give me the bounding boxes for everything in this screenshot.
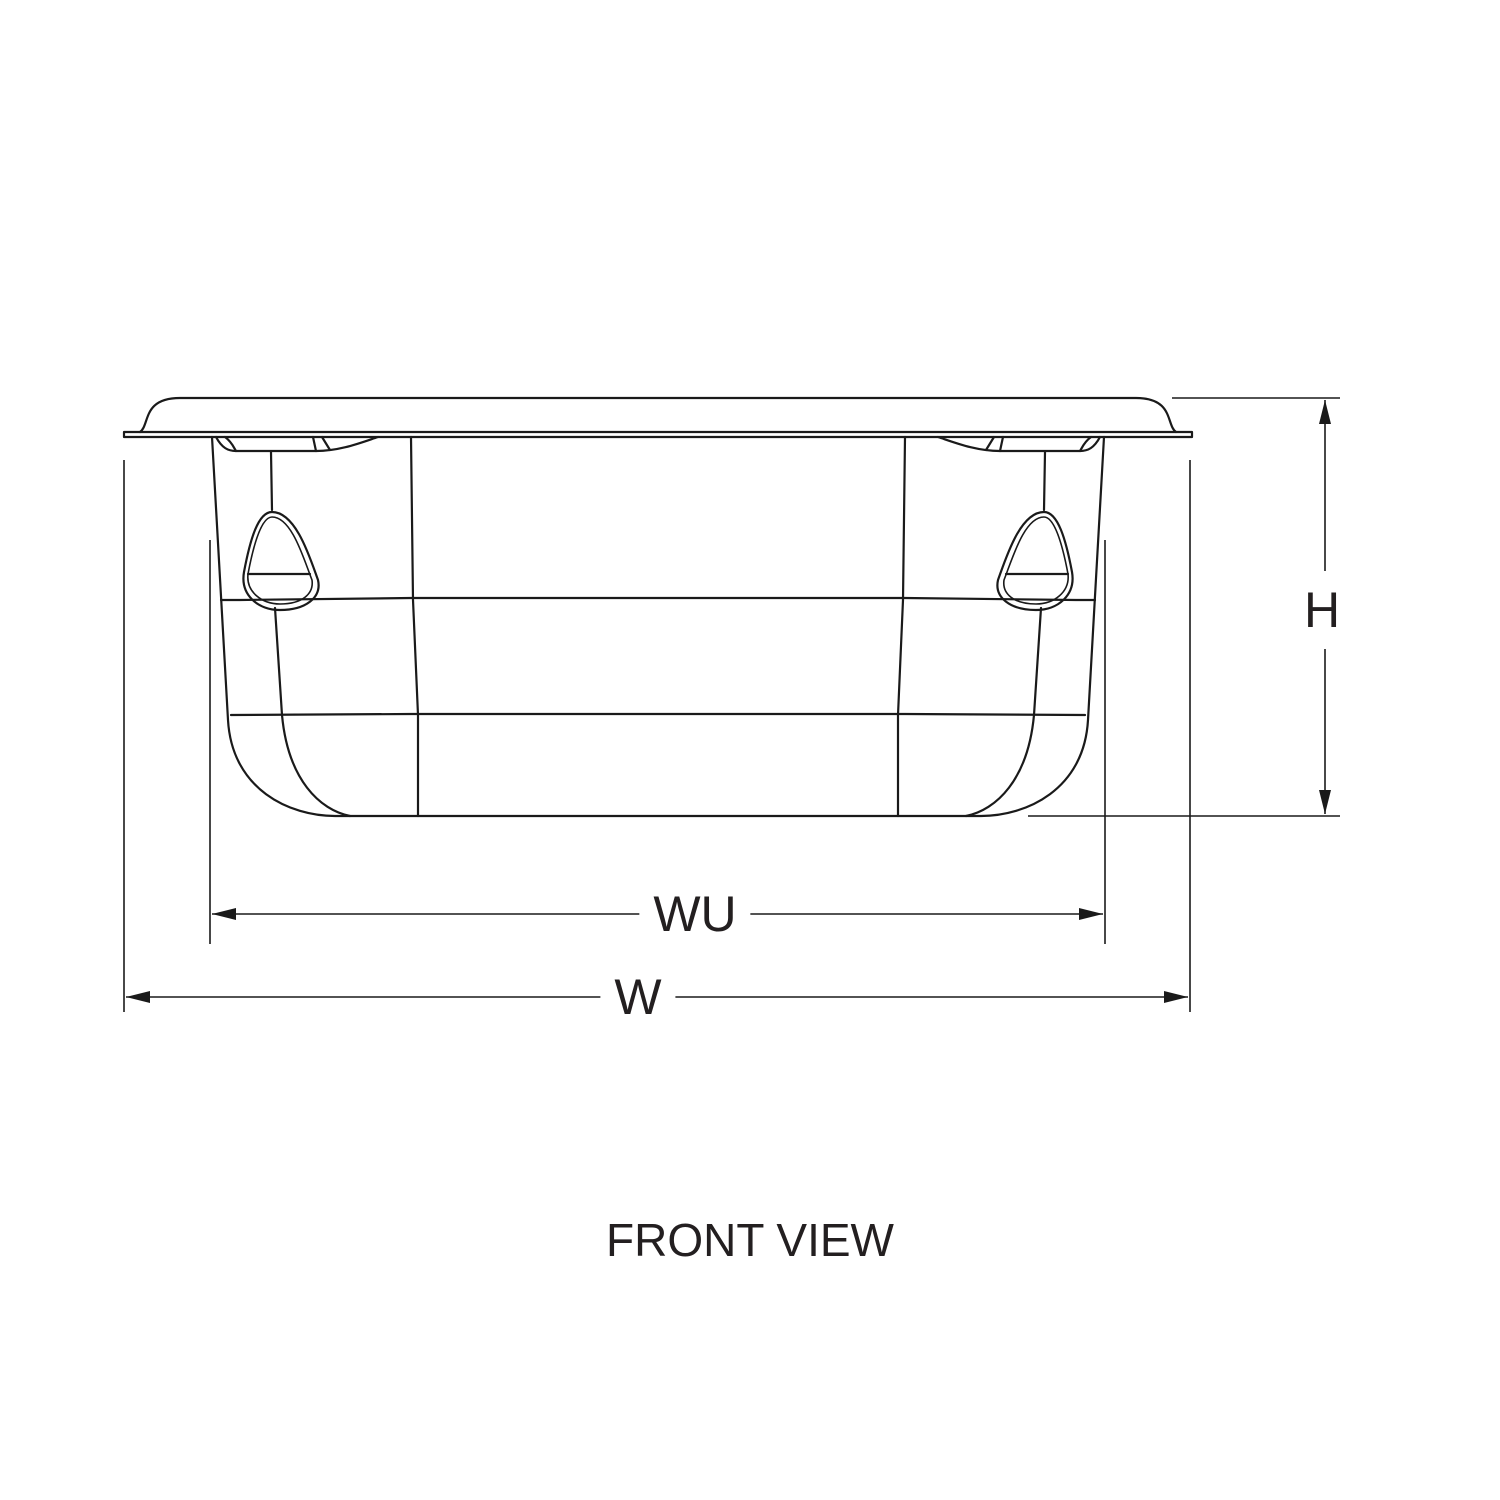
height-label: H [1303, 571, 1341, 649]
extension-lines [123, 397, 1340, 1012]
left-handle [242, 510, 320, 612]
sink-rim [122, 396, 1194, 439]
overall-width-label: W [600, 972, 676, 1022]
sink-bowl [210, 435, 1106, 818]
view-title: FRONT VIEW [606, 1214, 894, 1266]
right-handle [996, 510, 1074, 612]
inner-width-label: WU [639, 889, 751, 939]
